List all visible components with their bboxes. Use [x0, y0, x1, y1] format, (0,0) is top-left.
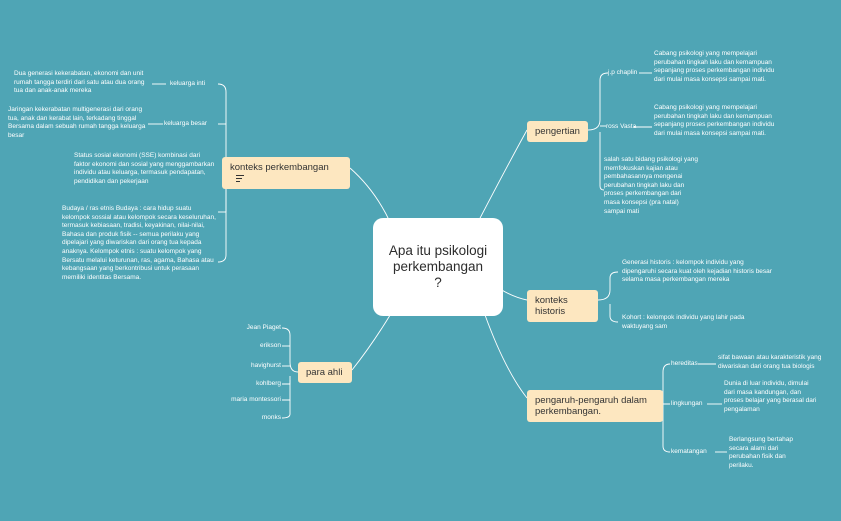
ahli-item[interactable]: monks: [261, 414, 281, 421]
text-lingkungan[interactable]: Dunia di luar individu, dimulai dari mas…: [724, 380, 817, 413]
ahli-item[interactable]: kohlberg: [256, 380, 281, 387]
node-pengertian[interactable]: pengertian: [527, 121, 588, 142]
line-to-konteks-perkembangan: [349, 167, 391, 223]
label-hereditas[interactable]: hereditas: [671, 360, 698, 367]
node-pengaruh[interactable]: pengaruh-pengaruh dalam perkembangan.: [527, 390, 663, 422]
text-bidang[interactable]: salah satu bidang psikologi yang memfoku…: [604, 156, 698, 215]
text-generasi-historis[interactable]: Generasi historis : kelompok individu ya…: [622, 259, 772, 284]
node-konteks-historis-label: konteks historis: [535, 295, 568, 317]
node-konteks-perkembangan[interactable]: konteks perkembangan: [222, 157, 350, 189]
ahli-item[interactable]: maria montessori: [231, 396, 281, 403]
text-kohort[interactable]: Kohort : kelompok individu yang lahir pa…: [622, 314, 745, 330]
label-lingkungan[interactable]: lingkungan: [671, 400, 703, 407]
line-to-para-ahli: [351, 311, 393, 371]
ahli-item[interactable]: havighurst: [251, 362, 281, 369]
text-budaya[interactable]: Budaya / ras etnis Budaya : cara hidup s…: [62, 205, 216, 281]
central-topic-text: Apa itu psikologi perkembangan ?: [388, 243, 488, 290]
notes-icon[interactable]: [236, 174, 244, 183]
node-konteks-historis[interactable]: konteks historis: [527, 290, 598, 322]
text-keluarga-besar[interactable]: Jaringan kekerabatan multigenerasi dari …: [8, 106, 146, 139]
label-kematangan[interactable]: kematangan: [671, 448, 707, 455]
node-para-ahli[interactable]: para ahli: [298, 362, 352, 383]
text-kematangan[interactable]: Berlangsung bertahap secara alami dari p…: [729, 436, 793, 469]
line-to-pengertian: [477, 129, 528, 223]
ahli-item[interactable]: Jean Piaget: [246, 324, 281, 331]
node-pengertian-label: pengertian: [535, 126, 580, 137]
text-jp-chaplin[interactable]: Cabang psikologi yang mempelajari peruba…: [654, 50, 775, 83]
ahli-item[interactable]: erikson: [260, 342, 281, 349]
text-hereditas[interactable]: sifat bawaan atau karakteristik yang diw…: [718, 354, 822, 370]
label-jp-chaplin[interactable]: j.p chaplin: [608, 69, 638, 76]
central-topic[interactable]: Apa itu psikologi perkembangan ?: [373, 218, 503, 316]
label-keluarga-inti[interactable]: keluarga inti: [170, 80, 206, 87]
node-pengaruh-label: pengaruh-pengaruh dalam perkembangan.: [535, 395, 647, 417]
node-para-ahli-label: para ahli: [306, 367, 343, 378]
label-keluarga-besar[interactable]: keluarga besar: [164, 120, 207, 127]
node-konteks-perkembangan-label: konteks perkembangan: [230, 162, 329, 173]
label-ross-vasta[interactable]: ross Vasta: [606, 123, 637, 130]
line-to-pengaruh: [484, 314, 528, 399]
text-ross-vasta[interactable]: Cabang psikologi yang mempelajari peruba…: [654, 104, 775, 137]
text-keluarga-inti[interactable]: Dua generasi kekerabatan, ekonomi dan un…: [14, 70, 145, 95]
text-ses[interactable]: Status sosial ekonomi (SSE) kombinasi da…: [74, 152, 215, 185]
